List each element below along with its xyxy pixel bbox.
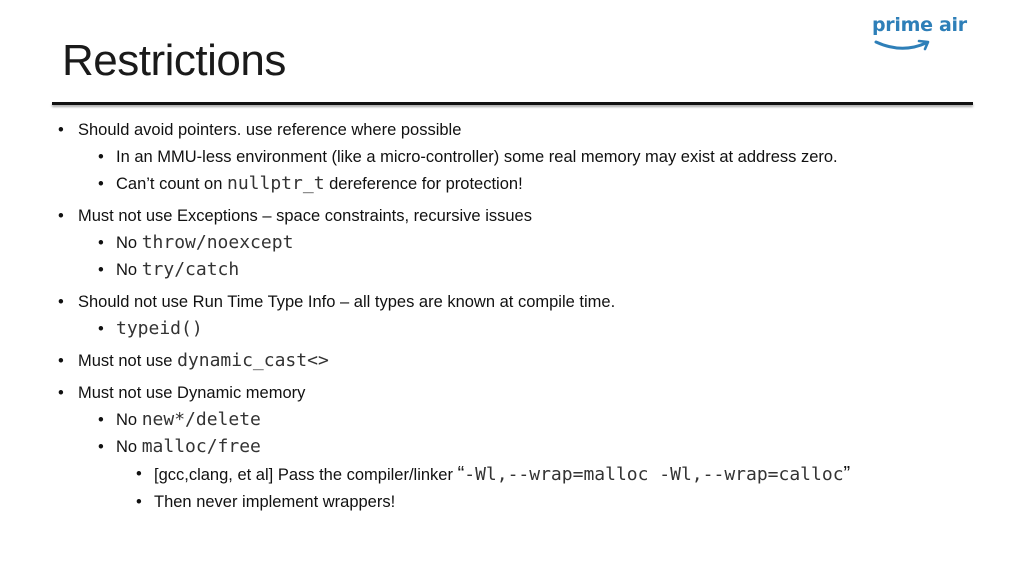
- bullet: •: [58, 384, 64, 402]
- code-typeid: typeid(): [116, 318, 203, 339]
- list-item: • No malloc/free: [98, 436, 261, 457]
- code-nullptr: nullptr_t: [227, 173, 325, 194]
- bullet: •: [98, 175, 104, 193]
- code-try: try/catch: [141, 259, 240, 280]
- list-item: • Can’t count on nullptr_t dereference f…: [98, 173, 523, 194]
- code-throw: throw/noexcept: [141, 232, 294, 253]
- bullet: •: [98, 438, 104, 456]
- list-item: • typeid(): [58, 318, 1008, 340]
- bullet: •: [98, 234, 104, 252]
- bullet: •: [98, 148, 104, 166]
- smile-arrow-icon: [874, 39, 930, 51]
- list-item: • Must not use Exceptions – space constr…: [58, 207, 532, 225]
- bullet: •: [136, 465, 142, 483]
- bullet: •: [98, 320, 104, 338]
- bullet: •: [58, 207, 64, 225]
- logo-text: prime air: [872, 14, 967, 36]
- list-item: • Then never implement wrappers!: [136, 493, 396, 511]
- list-item: • In an MMU-less environment (like a mic…: [98, 148, 838, 166]
- bullet-list: • Should avoid pointers. use reference w…: [58, 119, 1008, 513]
- list-item: • Must not use dynamic_cast<>: [58, 350, 329, 371]
- list-item: • Must not use Dynamic memory: [58, 384, 306, 402]
- list-item: • [gcc,clang, et al] Pass the compiler/l…: [136, 463, 851, 485]
- code-wrap-flags: -Wl,--wrap=malloc -Wl,--wrap=calloc: [464, 464, 844, 485]
- list-item: • No throw/noexcept: [98, 232, 294, 253]
- list-item: • Should not use Run Time Type Info – al…: [58, 293, 616, 311]
- list-item: • No try/catch: [98, 259, 240, 280]
- list-item: • No new*/delete: [98, 409, 261, 430]
- bullet: •: [58, 121, 64, 139]
- prime-air-logo: prime air: [872, 14, 968, 58]
- bullet: •: [98, 411, 104, 429]
- code-new-delete: new*/delete: [141, 409, 261, 430]
- bullet: •: [98, 261, 104, 279]
- bullet: •: [136, 493, 142, 511]
- bullet: •: [58, 352, 64, 370]
- title-divider: [52, 102, 973, 105]
- bullet: •: [58, 293, 64, 311]
- code-dynamic-cast: dynamic_cast<>: [177, 350, 329, 371]
- list-item: • Should avoid pointers. use reference w…: [58, 121, 462, 139]
- code-malloc-free: malloc/free: [141, 436, 261, 457]
- slide-title: Restrictions: [62, 36, 286, 85]
